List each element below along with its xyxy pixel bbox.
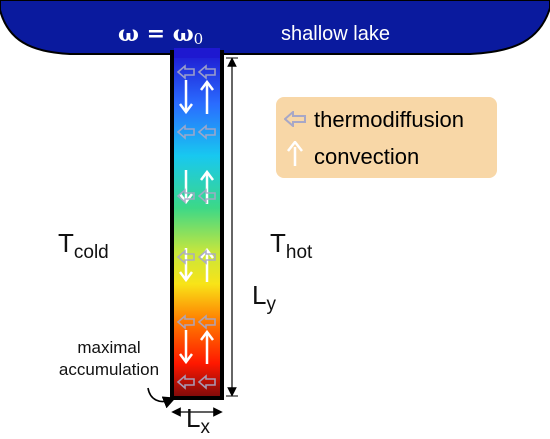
t-cold-label: Tcold	[58, 228, 109, 263]
shallow-lake-shape	[0, 0, 550, 59]
down-arrow-icon	[179, 170, 193, 205]
left-arrow-outline-icon	[197, 249, 216, 265]
legend-thermodiffusion: thermodiffusion	[283, 107, 465, 133]
left-arrow-outline-icon	[197, 64, 216, 80]
left-arrow-outline-icon	[176, 124, 195, 140]
legend-convection: convection	[284, 139, 420, 173]
ly-label: Ly	[252, 280, 276, 315]
up-arrow-icon	[284, 139, 306, 173]
legend: thermodiffusion convection	[276, 97, 497, 178]
down-arrow-icon	[179, 330, 193, 365]
omega-equation: ω = ω0	[118, 21, 204, 48]
up-arrow-icon	[200, 79, 214, 114]
convection-cell	[170, 50, 224, 400]
left-arrow-outline-icon	[176, 249, 195, 265]
left-arrow-outline-icon	[197, 374, 216, 390]
left-arrow-outline-icon	[283, 107, 306, 133]
up-arrow-icon	[200, 247, 214, 282]
left-arrow-outline-icon	[176, 314, 195, 330]
up-arrow-icon	[200, 329, 214, 364]
t-hot-label: Thot	[270, 228, 313, 263]
left-arrow-outline-icon	[176, 374, 195, 390]
convection-arrows	[179, 79, 214, 365]
max-accumulation-pointer	[147, 387, 176, 409]
left-arrow-outline-icon	[197, 188, 216, 204]
thermodiffusion-label: thermodiffusion	[314, 107, 465, 132]
down-arrow-icon	[179, 80, 193, 115]
convection-label: convection	[314, 144, 420, 169]
lx-label: Lx	[186, 403, 210, 438]
left-arrow-outline-icon	[197, 314, 216, 330]
left-arrow-outline-icon	[176, 188, 195, 204]
shallow-lake-label: shallow lake	[281, 23, 390, 45]
max-accumulation-label: maximal accumulation	[58, 338, 160, 379]
left-arrow-outline-icon	[197, 124, 216, 140]
left-arrow-outline-icon	[176, 64, 195, 80]
down-arrow-icon	[179, 248, 193, 283]
thermodiffusion-arrows	[176, 64, 216, 390]
